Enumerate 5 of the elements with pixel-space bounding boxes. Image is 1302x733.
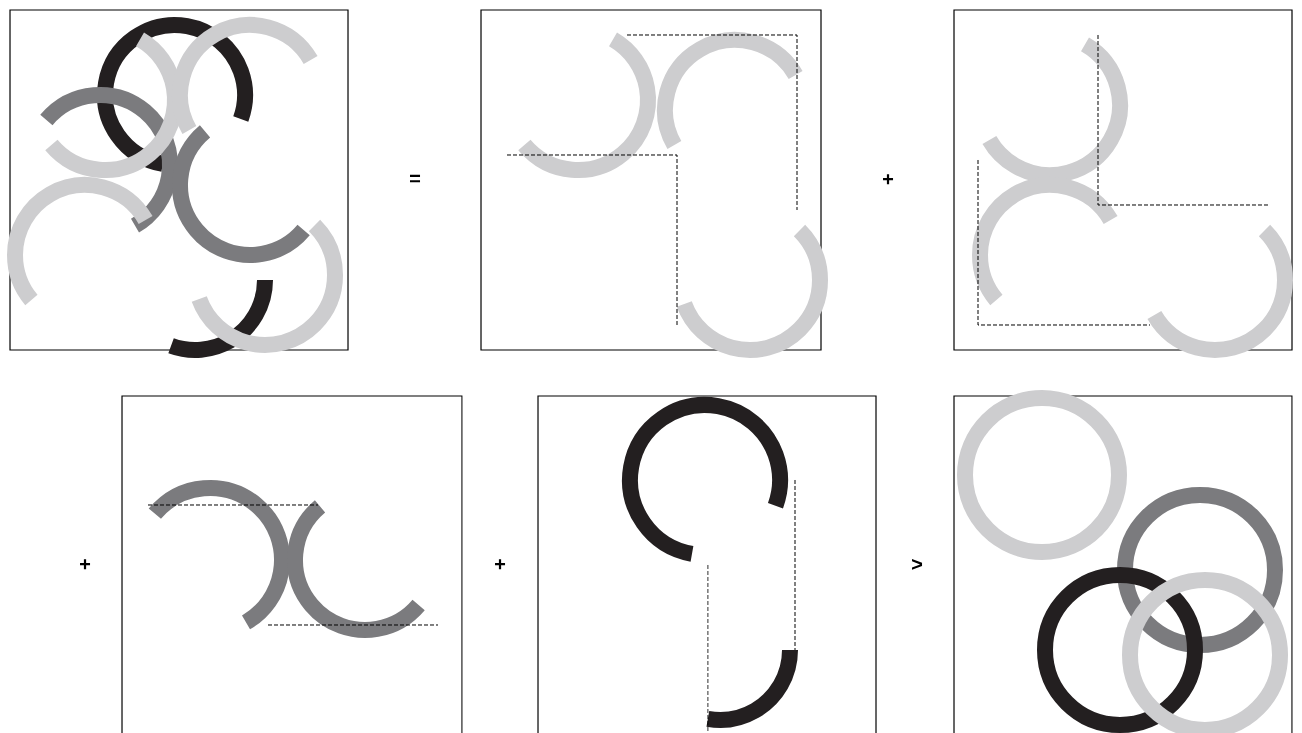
operator-symbol: > [912, 559, 923, 570]
operator-symbol: + [80, 559, 91, 570]
operator-symbol: + [495, 559, 506, 570]
operator-symbol: = [410, 174, 420, 183]
operator-symbol: + [883, 174, 894, 185]
